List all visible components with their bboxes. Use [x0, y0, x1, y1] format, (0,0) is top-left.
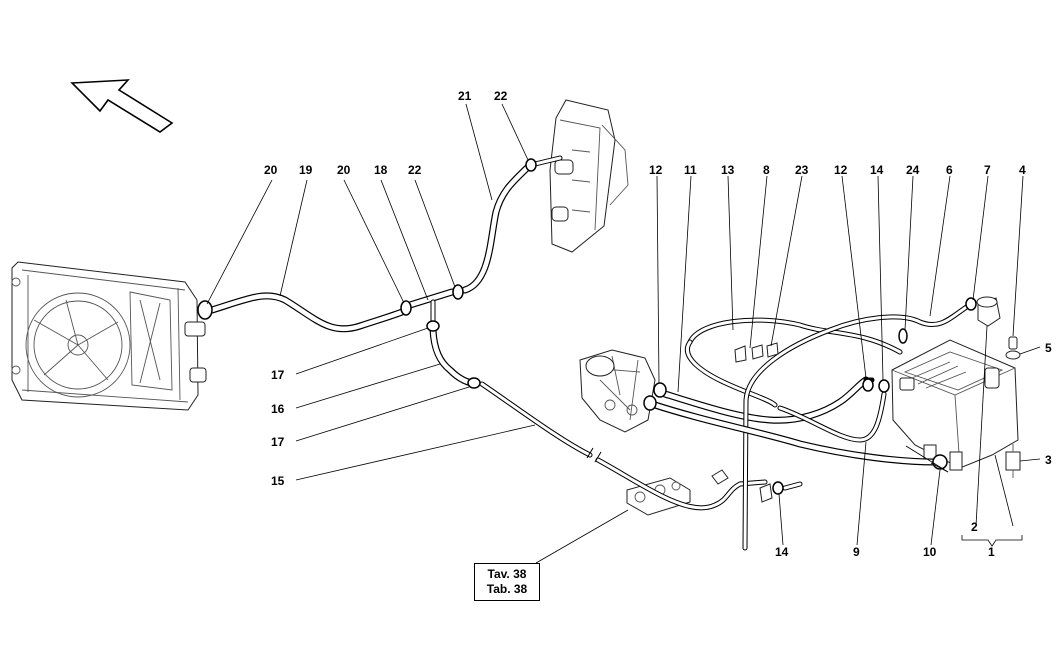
callout-22-lower: 22 — [408, 163, 422, 177]
hose-11 — [661, 376, 870, 424]
callout-13: 13 — [721, 163, 735, 177]
hose-15 — [479, 381, 768, 511]
tee-piece-18 — [406, 288, 456, 325]
hose-21 — [461, 155, 563, 294]
callout-5: 5 — [1045, 341, 1052, 355]
callout-23: 23 — [795, 163, 809, 177]
callout-1: 1 — [988, 545, 995, 559]
callout-20-right: 20 — [337, 163, 351, 177]
hose-16 — [429, 326, 472, 386]
engine-head — [549, 99, 629, 253]
callout-18: 18 — [374, 163, 388, 177]
callout-17-upper: 17 — [271, 368, 285, 382]
rubber-mount — [1005, 444, 1021, 478]
hose-6 — [742, 303, 971, 551]
reference-line-1: Tav. 38 — [487, 567, 527, 581]
hose-retainer-clips — [711, 342, 779, 503]
callout-17-lower: 17 — [271, 435, 285, 449]
callout-24: 24 — [906, 163, 920, 177]
callout-7: 7 — [984, 163, 991, 177]
hose-short-14 — [782, 481, 803, 491]
expansion-tank — [891, 339, 1019, 471]
callout-11: 11 — [684, 163, 697, 177]
callout-2: 2 — [971, 520, 978, 534]
callout-14-top: 14 — [870, 163, 884, 177]
callout-8: 8 — [763, 163, 770, 177]
hose-13 — [685, 317, 903, 408]
direction-arrow-icon — [70, 79, 174, 133]
hose-10 — [648, 400, 939, 466]
leader-lines — [206, 103, 1041, 564]
screw-part — [1005, 336, 1021, 360]
callout-21: 21 — [458, 89, 472, 103]
callout-3: 3 — [1045, 453, 1052, 467]
callout-10: 10 — [923, 545, 937, 559]
callout-12-left: 12 — [649, 163, 663, 177]
callout-labels: 20 19 20 18 22 21 22 17 16 17 15 12 11 1… — [264, 89, 1052, 559]
callout-20-left: 20 — [264, 163, 278, 177]
callout-6: 6 — [946, 163, 953, 177]
thermostat-housing — [579, 349, 656, 433]
callout-14-bottom: 14 — [775, 545, 789, 559]
radiator-assembly — [11, 261, 207, 411]
callout-9: 9 — [853, 545, 860, 559]
callout-4: 4 — [1019, 163, 1026, 177]
hose-9 — [777, 391, 887, 443]
callout-15: 15 — [271, 474, 285, 488]
reference-line-2: Tab. 38 — [486, 582, 528, 596]
hose-19 — [208, 292, 406, 333]
callout-16: 16 — [271, 402, 285, 416]
table-reference-box: Tav. 38 Tab. 38 — [474, 563, 540, 601]
tank-cap — [976, 296, 1001, 327]
hose-clamp — [197, 158, 977, 495]
callout-19: 19 — [299, 163, 313, 177]
callout-12-right: 12 — [834, 163, 848, 177]
callout-22-upper: 22 — [494, 89, 508, 103]
